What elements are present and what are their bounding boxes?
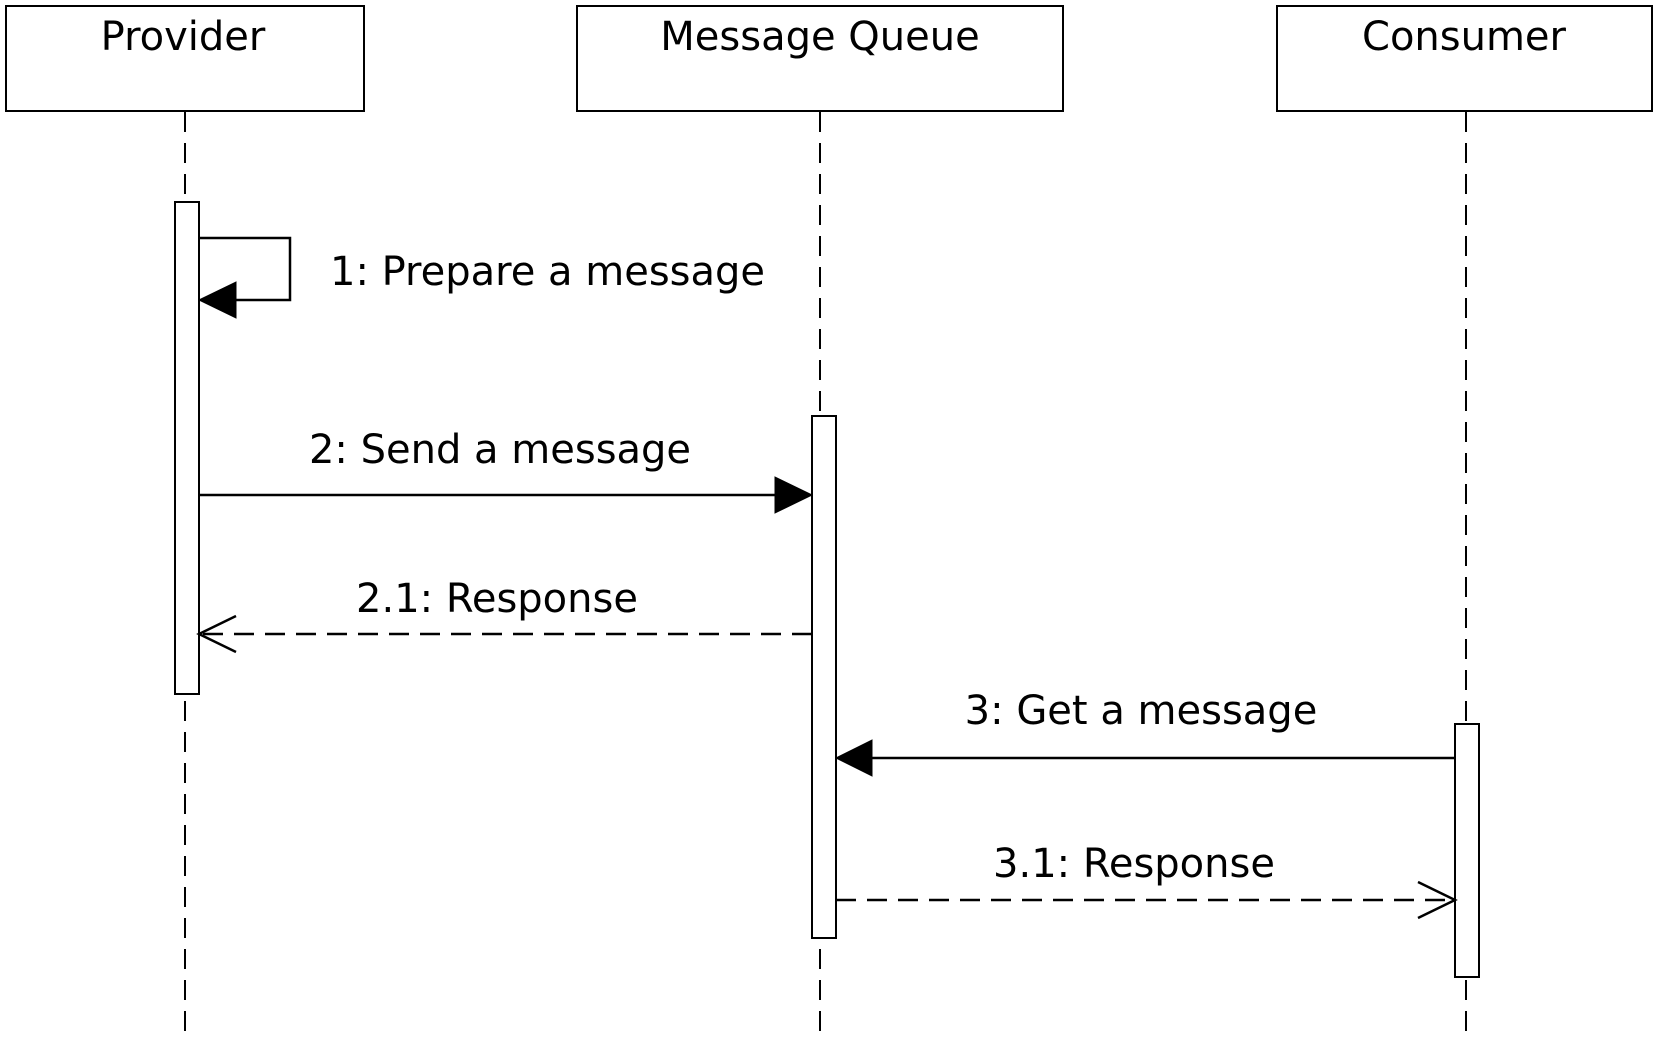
participant-provider-label: Provider (101, 14, 266, 60)
message-prepare-label: 1: Prepare a message (330, 249, 765, 295)
message-prepare-line (199, 236, 292, 302)
participant-consumer: Consumer (1276, 5, 1653, 112)
participant-provider-box (5, 5, 365, 112)
participant-consumer-label: Consumer (1362, 14, 1567, 60)
message-response-provider-label: 2.1: Response (356, 576, 638, 622)
activation-queue (811, 415, 837, 939)
message-get-label: 3: Get a message (965, 688, 1318, 734)
message-prepare-arrowhead (197, 281, 237, 319)
message-send: 2: Send a message (199, 427, 814, 514)
message-get-arrowhead (834, 739, 873, 777)
activation-provider (174, 201, 200, 695)
participant-queue: Message Queue (576, 5, 1064, 112)
participant-consumer-box (1276, 5, 1653, 112)
participant-queue-label: Message Queue (660, 14, 979, 60)
participant-provider: Provider (5, 5, 365, 112)
message-response-provider: 2.1: Response (196, 576, 812, 654)
message-send-arrowhead (774, 476, 814, 514)
message-response-consumer-arrowhead (1417, 880, 1458, 920)
participant-queue-box (576, 5, 1064, 112)
message-response-consumer-label: 3.1: Response (993, 841, 1275, 887)
message-response-consumer: 3.1: Response (836, 841, 1458, 920)
message-get: 3: Get a message (834, 688, 1455, 777)
message-prepare: 1: Prepare a message (197, 236, 765, 319)
message-response-provider-arrowhead (196, 614, 237, 654)
activation-consumer (1454, 723, 1480, 978)
message-send-label: 2: Send a message (309, 427, 691, 473)
